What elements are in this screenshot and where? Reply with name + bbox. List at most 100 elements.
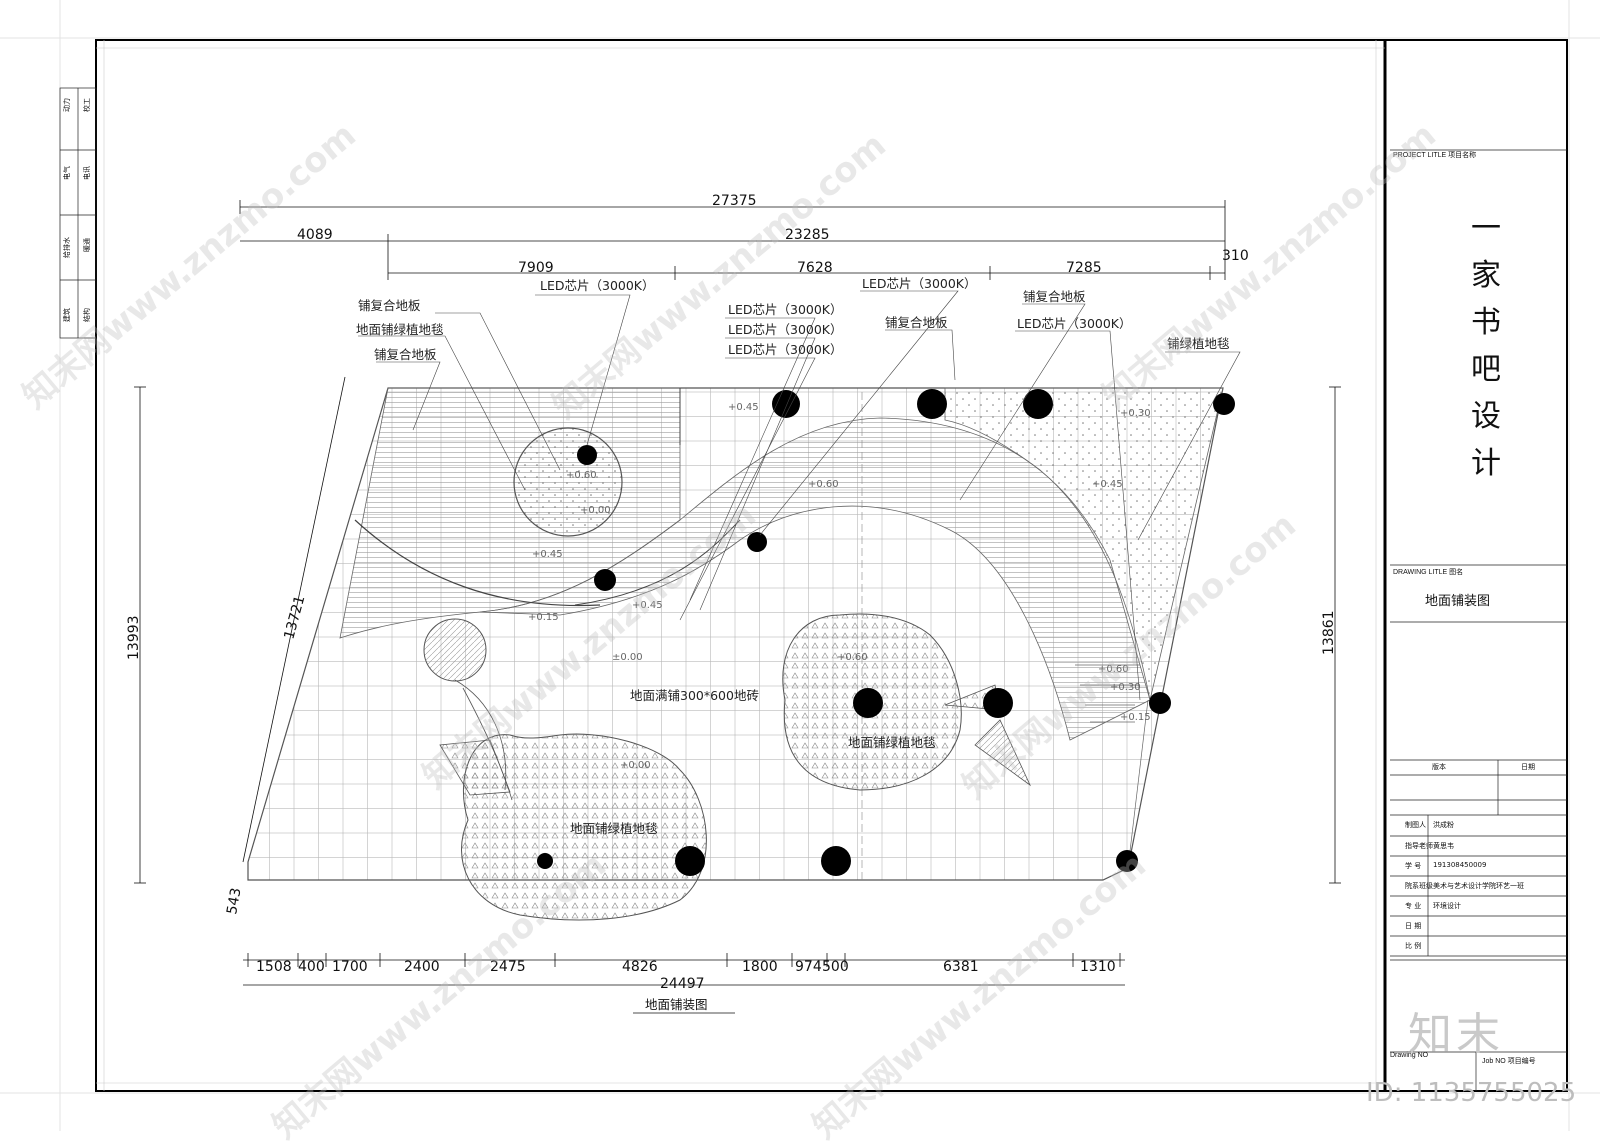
label-fuhe-4: 铺复合地板 <box>1023 289 1086 304</box>
led-light <box>747 532 767 552</box>
level-mark: +0.30 <box>1110 682 1141 693</box>
level-mark: +0.15 <box>528 612 559 623</box>
led-light <box>983 688 1013 718</box>
dim-top-d: 7628 <box>797 260 833 276</box>
level-mark: +0.60 <box>1098 664 1129 675</box>
side-label: 给排水 <box>63 237 71 258</box>
drawing-title: 地面铺装图 <box>1425 594 1491 609</box>
dim-bottom-3: 1700 <box>332 959 368 975</box>
led-lights <box>537 389 1235 876</box>
dim-top-c: 7909 <box>518 260 554 276</box>
row-label: 制图人 <box>1405 821 1426 829</box>
label-led-2: LED芯片（3000K） <box>728 302 843 317</box>
drawing-no-label: Drawing NO <box>1390 1052 1429 1059</box>
dim-left-inner: 13721 <box>281 594 308 641</box>
label-fuhe-1: 铺复合地板 <box>358 298 421 313</box>
job-no-label: Job NO 项目编号 <box>1482 1058 1536 1065</box>
side-label: 建筑 <box>63 308 71 322</box>
carpet-top-right <box>944 387 1224 701</box>
dim-top-e: 7285 <box>1066 260 1102 276</box>
dim-top-f: 310 <box>1222 248 1249 264</box>
row-label: 专 业 <box>1405 902 1422 910</box>
row-label: 日 期 <box>1405 922 1422 930</box>
dimension-ticks-bottom <box>247 953 1121 967</box>
leaf-right-2 <box>974 719 1032 787</box>
dim-top-total: 27375 <box>712 193 757 209</box>
label-led-6: LED芯片（3000K） <box>1017 316 1132 331</box>
label-fuhe-2: 铺复合地板 <box>374 347 437 362</box>
label-tile: 地面满铺300*600地砖 <box>630 688 759 703</box>
label-led-4: LED芯片（3000K） <box>728 342 843 357</box>
led-light <box>577 445 597 465</box>
label-lvzhi-1: 地面铺绿植地毯 <box>356 322 444 337</box>
version-label: 版本 <box>1432 764 1446 771</box>
dim-bottom-11: 1310 <box>1080 959 1116 975</box>
label-led-1: LED芯片（3000K） <box>540 278 655 293</box>
side-label: 动力 <box>63 98 71 112</box>
dim-bottom-total: 24497 <box>660 976 705 992</box>
dimension-lines <box>134 200 1341 986</box>
row-value: 洪成粉 <box>1433 821 1454 829</box>
level-mark: +0.45 <box>632 600 663 611</box>
side-label: 电气 <box>63 166 71 180</box>
wood-floor-band <box>479 417 1151 741</box>
row-label: 比 例 <box>1405 942 1422 950</box>
dim-right: 13861 <box>1321 610 1337 655</box>
side-label: 暖通 <box>83 238 91 252</box>
label-lvzhi-2: 铺绿植地毯 <box>1167 336 1230 351</box>
led-light <box>594 569 616 591</box>
led-light <box>772 390 800 418</box>
level-mark: +0.45 <box>728 402 759 413</box>
project-label: PROJECT LITLE 项目名称 <box>1393 152 1477 159</box>
dim-top-a: 4089 <box>297 227 333 243</box>
led-light <box>1149 692 1171 714</box>
led-light <box>821 846 851 876</box>
level-mark: +0.30 <box>1120 408 1151 419</box>
leaf-left <box>439 739 511 796</box>
dim-bottom-7: 1800 <box>742 959 778 975</box>
level-mark: +0.60 <box>566 470 597 481</box>
label-led-3: LED芯片（3000K） <box>728 322 843 337</box>
level-mark: ±0.00 <box>612 652 643 663</box>
watermark-id: ID: 1135755025 <box>1366 1078 1577 1108</box>
grid-ticks <box>96 40 1385 1091</box>
level-mark: +0.45 <box>532 549 563 560</box>
led-light <box>853 688 883 718</box>
level-mark: +0.45 <box>1092 479 1123 490</box>
annotation-labels: 铺复合地板 地面铺绿植地毯 铺复合地板 LED芯片（3000K） LED芯片（3… <box>356 276 1230 836</box>
row-label: 指导老师 <box>1405 842 1433 850</box>
led-light <box>1116 850 1138 872</box>
leader-lines <box>358 290 1241 701</box>
row-value: 191308450009 <box>1433 861 1487 869</box>
level-mark: +0.15 <box>1120 712 1151 723</box>
label-lvzhi-4: 地面铺绿植地毯 <box>570 821 658 836</box>
led-light <box>537 853 553 869</box>
dim-bottom-1: 1508 <box>256 959 292 975</box>
dim-bottom-5: 2475 <box>490 959 526 975</box>
date-label: 日期 <box>1521 764 1535 771</box>
project-title: 一家书吧设计 <box>1471 211 1501 481</box>
green-carpet-left <box>461 733 707 921</box>
level-mark: +0.00 <box>620 760 651 771</box>
row-value: 美术与艺术设计学院环艺一班 <box>1433 882 1524 890</box>
dim-bottom-9: 500 <box>822 959 849 975</box>
drawing-label: DRAWING LITLE 图名 <box>1393 569 1464 576</box>
level-mark: +0.60 <box>837 652 868 663</box>
row-label: 院系班级 <box>1405 882 1433 890</box>
row-label: 学 号 <box>1405 862 1422 870</box>
dim-bottom-2: 400 <box>298 959 325 975</box>
level-mark: +0.00 <box>580 505 611 516</box>
dim-left-outer: 13993 <box>126 615 142 660</box>
dim-bottom-6: 4826 <box>622 959 658 975</box>
round-platform <box>513 427 623 537</box>
led-light <box>1213 393 1235 415</box>
led-light <box>675 846 705 876</box>
row-value: 黄思韦 <box>1433 842 1454 850</box>
dim-bottom-4: 2400 <box>404 959 440 975</box>
side-label: 电讯 <box>83 166 91 180</box>
dim-bottom-10: 6381 <box>943 959 979 975</box>
led-light <box>917 389 947 419</box>
side-strip <box>59 87 97 339</box>
label-lvzhi-3: 地面铺绿植地毯 <box>848 735 936 750</box>
